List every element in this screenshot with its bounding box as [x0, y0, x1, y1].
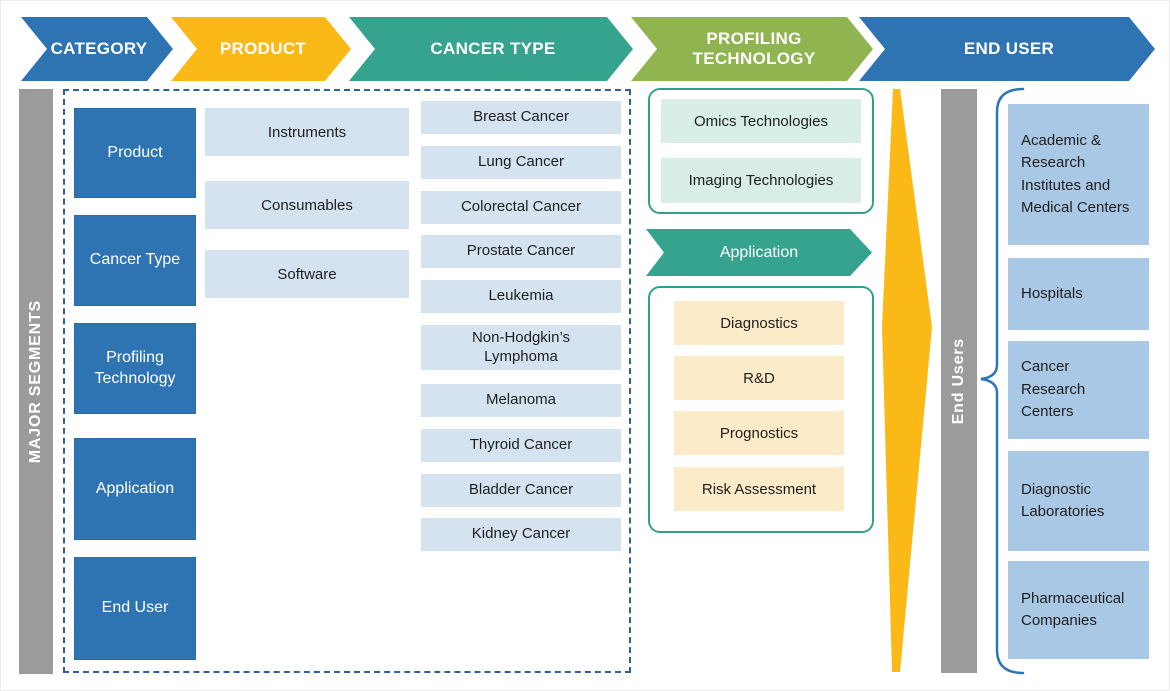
header-arrow-cancer-type-label: CANCER TYPE: [430, 38, 556, 58]
technology-item: Omics Technologies: [661, 99, 861, 143]
technology-item: Imaging Technologies: [661, 158, 861, 203]
flow-arrow-polygon: [882, 89, 932, 672]
cancer-type-item: Breast Cancer: [421, 101, 621, 134]
category-item-end-user: End User: [74, 557, 196, 660]
cancer-type-item: Colorectal Cancer: [421, 191, 621, 224]
major-segments-rail-label: MAJOR SEGMENTS: [27, 299, 44, 464]
cancer-type-item: Thyroid Cancer: [421, 429, 621, 462]
major-segments-rail: MAJOR SEGMENTS: [19, 89, 53, 674]
segments-dashed-panel: [63, 89, 631, 673]
product-item: Instruments: [205, 108, 409, 156]
end-user-item: Academic & Research Institutes and Medic…: [1008, 104, 1149, 245]
header-arrow-end-user: END USER: [859, 17, 1155, 81]
end-users-bracket: [980, 87, 1025, 675]
cancer-type-item: Leukemia: [421, 280, 621, 313]
application-item: Risk Assessment: [674, 467, 844, 511]
category-item-application: Application: [74, 438, 196, 540]
end-users-bracket-path: [980, 87, 1025, 675]
flow-arrow-shape: [882, 89, 932, 672]
application-item: R&D: [674, 356, 844, 400]
cancer-type-item: Melanoma: [421, 384, 621, 417]
application-item: Diagnostics: [674, 301, 844, 345]
end-users-rail: End Users: [941, 89, 977, 673]
cancer-type-item: Kidney Cancer: [421, 518, 621, 551]
header-arrow-end-user-label: END USER: [963, 38, 1055, 58]
header-arrow-profiling-technology-label: PROFILING TECHNOLOGY: [692, 28, 816, 68]
header-arrow-product-label: PRODUCT: [219, 38, 307, 58]
category-item-product: Product: [74, 108, 196, 198]
header-arrow-category: CATEGORY: [21, 17, 173, 81]
application-item: Prognostics: [674, 411, 844, 455]
product-item: Software: [205, 250, 409, 298]
header-arrow-product: PRODUCT: [171, 17, 351, 81]
cancer-type-item: Lung Cancer: [421, 146, 621, 179]
header-arrow-profiling-technology: PROFILING TECHNOLOGY: [631, 17, 873, 81]
application-arrow-label: Application: [719, 243, 799, 261]
cancer-type-item: Prostate Cancer: [421, 235, 621, 268]
header-arrow-cancer-type: CANCER TYPE: [349, 17, 633, 81]
product-item: Consumables: [205, 181, 409, 229]
category-item-profiling-technology: Profiling Technology: [74, 323, 196, 414]
end-user-item: Pharmaceutical Companies: [1008, 561, 1149, 659]
end-user-item: Diagnostic Laboratories: [1008, 451, 1149, 551]
application-arrow: Application: [646, 229, 872, 276]
header-arrow-category-label: CATEGORY: [50, 38, 148, 58]
end-user-item: Cancer Research Centers: [1008, 341, 1149, 439]
cancer-type-item: Bladder Cancer: [421, 474, 621, 507]
end-users-rail-label: End Users: [950, 337, 967, 425]
cancer-type-item: Non-Hodgkin’s Lymphoma: [421, 325, 621, 370]
category-item-cancer-type: Cancer Type: [74, 215, 196, 306]
end-user-item: Hospitals: [1008, 258, 1149, 330]
